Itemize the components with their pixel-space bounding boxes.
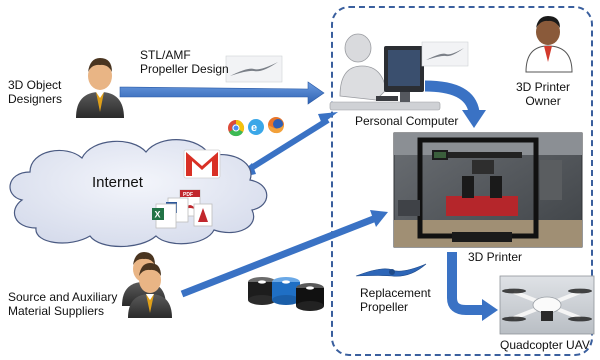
printer-owner-label: 3D Printer Owner [516, 80, 571, 108]
arrow-designers-to-pc [119, 81, 325, 105]
printer-label: 3D Printer [468, 250, 523, 264]
browser-icons: e [228, 117, 284, 137]
propeller-icon [421, 41, 469, 67]
arrow-suppliers-to-printer [180, 210, 388, 298]
quadcopter-icon [499, 275, 595, 335]
suppliers-label: Source and Auxiliary Material Suppliers [8, 290, 118, 318]
owner-domain-boundary [331, 6, 593, 356]
3d-printer-photo [393, 132, 583, 248]
supplier-user-icon [122, 252, 172, 318]
replacement-propeller-label: Replacement Propeller [360, 286, 431, 314]
uav-label: Quadcopter UAV [500, 338, 590, 352]
replacement-propeller-icon [355, 263, 427, 277]
designer-user-icon [76, 58, 124, 118]
cloud-icon [9, 139, 268, 247]
svg-text:X: X [155, 210, 161, 220]
svg-text:e: e [251, 122, 257, 134]
printer-owner-icon [525, 16, 573, 73]
arrow-printer-to-uav [447, 252, 484, 315]
svg-text:PDF: PDF [183, 192, 193, 198]
personal-computer-label: Personal Computer [355, 114, 459, 128]
arrow-pc-to-printer [424, 80, 480, 114]
filament-spools-icon [248, 277, 324, 311]
internet-label: Internet [92, 174, 143, 191]
document-icons: PDF W X [152, 189, 213, 229]
design-propeller-icon [225, 55, 283, 83]
computer-user-icon [329, 33, 441, 111]
design-file-label: STL/AMF Propeller Design [140, 48, 229, 76]
designers-label: 3D Object Designers [8, 78, 63, 106]
gmail-icon [183, 149, 221, 179]
